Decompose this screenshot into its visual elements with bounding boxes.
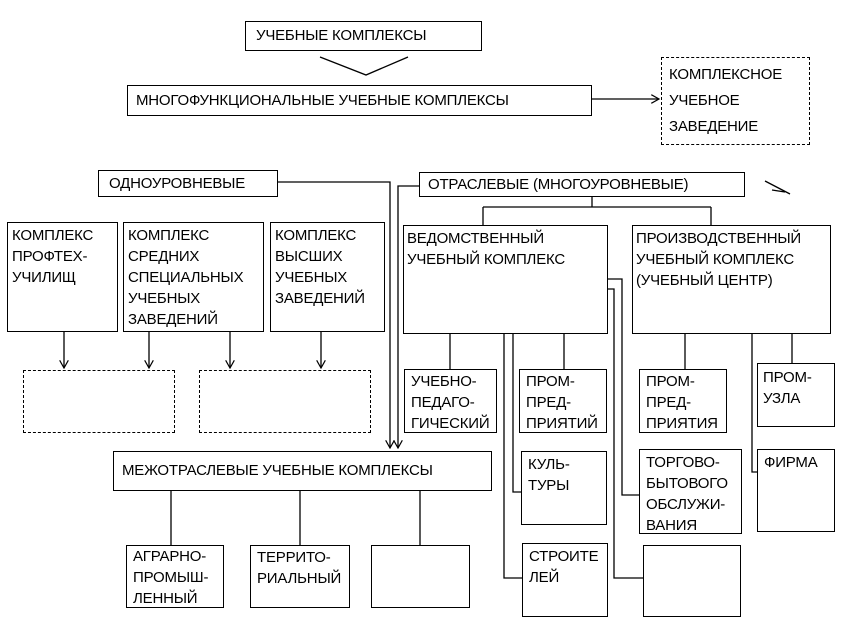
higher-education-complex-box: КОМПЛЕКС ВЫСШИХ УЧЕБНЫХ ЗАВЕДЕНИЙ — [270, 222, 385, 332]
culture-box: КУЛЬ- ТУРЫ — [521, 451, 607, 525]
territorial-label: ТЕРРИТО- РИАЛЬНЫЙ — [257, 549, 342, 587]
line-to-trade — [606, 278, 639, 496]
departmental-complex-label: ВЕДОМСТВЕННЫЙ УЧЕБНЫЙ КОМПЛЕКС — [407, 230, 565, 268]
sectoral-box: ОТРАСЛЕВЫЕ (МНОГОУРОВНЕВЫЕ) — [419, 172, 745, 197]
enterprise-box: ПРОМ- ПРЕД- ПРИЯТИЯ — [639, 369, 727, 433]
production-complex-box: ПРОИЗВОДСТВЕННЫЙ УЧЕБНЫЙ КОМПЛЕКС (УЧЕБН… — [632, 225, 831, 334]
single-level-box: ОДНОУРОВНЕВЫЕ — [98, 170, 278, 197]
empty-departmental-box — [643, 545, 741, 617]
trade-services-label: ТОРГОВО- БЫТОВОГО ОБСЛУЖИ- ВАНИЯ — [646, 454, 728, 534]
complex-institution-label: КОМПЛЕКСНОЕ УЧЕБНОЕ ЗАВЕДЕНИЕ — [669, 66, 783, 135]
multifunctional-box: МНОГОФУНКЦИОНАЛЬНЫЕ УЧЕБНЫЕ КОМПЛЕКСЫ — [127, 85, 592, 116]
line-to-empty-dept — [606, 288, 643, 579]
title-chevron — [319, 56, 409, 76]
vocational-schools-complex-box: КОМПЛЕКС ПРОФТЕХ- УЧИЛИЩ — [7, 222, 118, 332]
line-to-culture — [512, 334, 521, 493]
title-label: УЧЕБНЫЕ КОМПЛЕКСЫ — [256, 27, 427, 44]
territorial-box: ТЕРРИТО- РИАЛЬНЫЙ — [250, 545, 350, 608]
industrial-enterprises-label: ПРОМ- ПРЕД- ПРИЯТИЙ — [526, 373, 598, 432]
higher-education-complex-label: КОМПЛЕКС ВЫСШИХ УЧЕБНЫХ ЗАВЕДЕНИЙ — [275, 227, 365, 307]
firm-box: ФИРМА — [757, 449, 835, 532]
agro-industrial-label: АГРАРНО- ПРОМЫШ- ЛЕННЫЙ — [133, 548, 209, 607]
empty-dashed-box-left — [23, 370, 175, 433]
industrial-hub-box: ПРОМ- УЗЛА — [757, 363, 835, 427]
culture-label: КУЛЬ- ТУРЫ — [528, 456, 570, 494]
line-sectoral-to-intersectoral — [398, 185, 419, 448]
stray-arrow-mark — [764, 180, 791, 195]
builders-label: СТРОИТЕ ЛЕЙ — [529, 548, 599, 586]
complex-institution-box: КОМПЛЕКСНОЕ УЧЕБНОЕ ЗАВЕДЕНИЕ — [661, 57, 810, 145]
departmental-complex-box: ВЕДОМСТВЕННЫЙ УЧЕБНЫЙ КОМПЛЕКС — [403, 225, 608, 334]
enterprise-label: ПРОМ- ПРЕД- ПРИЯТИЯ — [646, 373, 718, 432]
line-single-level-to-intersectoral — [278, 181, 390, 448]
empty-intersectoral-box — [371, 545, 470, 608]
pedagogical-box: УЧЕБНО- ПЕДАГО- ГИЧЕСКИЙ — [404, 369, 497, 433]
line-to-builders — [503, 334, 522, 579]
single-level-label: ОДНОУРОВНЕВЫЕ — [109, 175, 246, 192]
industrial-enterprises-box: ПРОМ- ПРЕД- ПРИЯТИЙ — [519, 369, 607, 433]
empty-dashed-box-right — [199, 370, 371, 433]
secondary-special-complex-label: КОМПЛЕКС СРЕДНИХ СПЕЦИАЛЬНЫХ УЧЕБНЫХ ЗАВ… — [128, 227, 244, 328]
multifunctional-label: МНОГОФУНКЦИОНАЛЬНЫЕ УЧЕБНЫЕ КОМПЛЕКСЫ — [136, 92, 509, 109]
intersectoral-label: МЕЖОТРАСЛЕВЫЕ УЧЕБНЫЕ КОМПЛЕКСЫ — [122, 462, 433, 479]
sectoral-label: ОТРАСЛЕВЫЕ (МНОГОУРОВНЕВЫЕ) — [428, 176, 689, 193]
secondary-special-complex-box: КОМПЛЕКС СРЕДНИХ СПЕЦИАЛЬНЫХ УЧЕБНЫХ ЗАВ… — [123, 222, 264, 332]
trade-services-box: ТОРГОВО- БЫТОВОГО ОБСЛУЖИ- ВАНИЯ — [639, 449, 742, 534]
agro-industrial-box: АГРАРНО- ПРОМЫШ- ЛЕННЫЙ — [126, 545, 224, 608]
line-to-firm — [751, 334, 757, 473]
title-box: УЧЕБНЫЕ КОМПЛЕКСЫ — [245, 21, 482, 51]
pedagogical-label: УЧЕБНО- ПЕДАГО- ГИЧЕСКИЙ — [411, 373, 490, 432]
firm-label: ФИРМА — [764, 454, 818, 471]
production-complex-label: ПРОИЗВОДСТВЕННЫЙ УЧЕБНЫЙ КОМПЛЕКС (УЧЕБН… — [636, 230, 802, 289]
intersectoral-box: МЕЖОТРАСЛЕВЫЕ УЧЕБНЫЕ КОМПЛЕКСЫ — [113, 451, 492, 491]
industrial-hub-label: ПРОМ- УЗЛА — [763, 369, 812, 407]
builders-box: СТРОИТЕ ЛЕЙ — [522, 543, 608, 617]
vocational-schools-complex-label: КОМПЛЕКС ПРОФТЕХ- УЧИЛИЩ — [12, 227, 94, 286]
